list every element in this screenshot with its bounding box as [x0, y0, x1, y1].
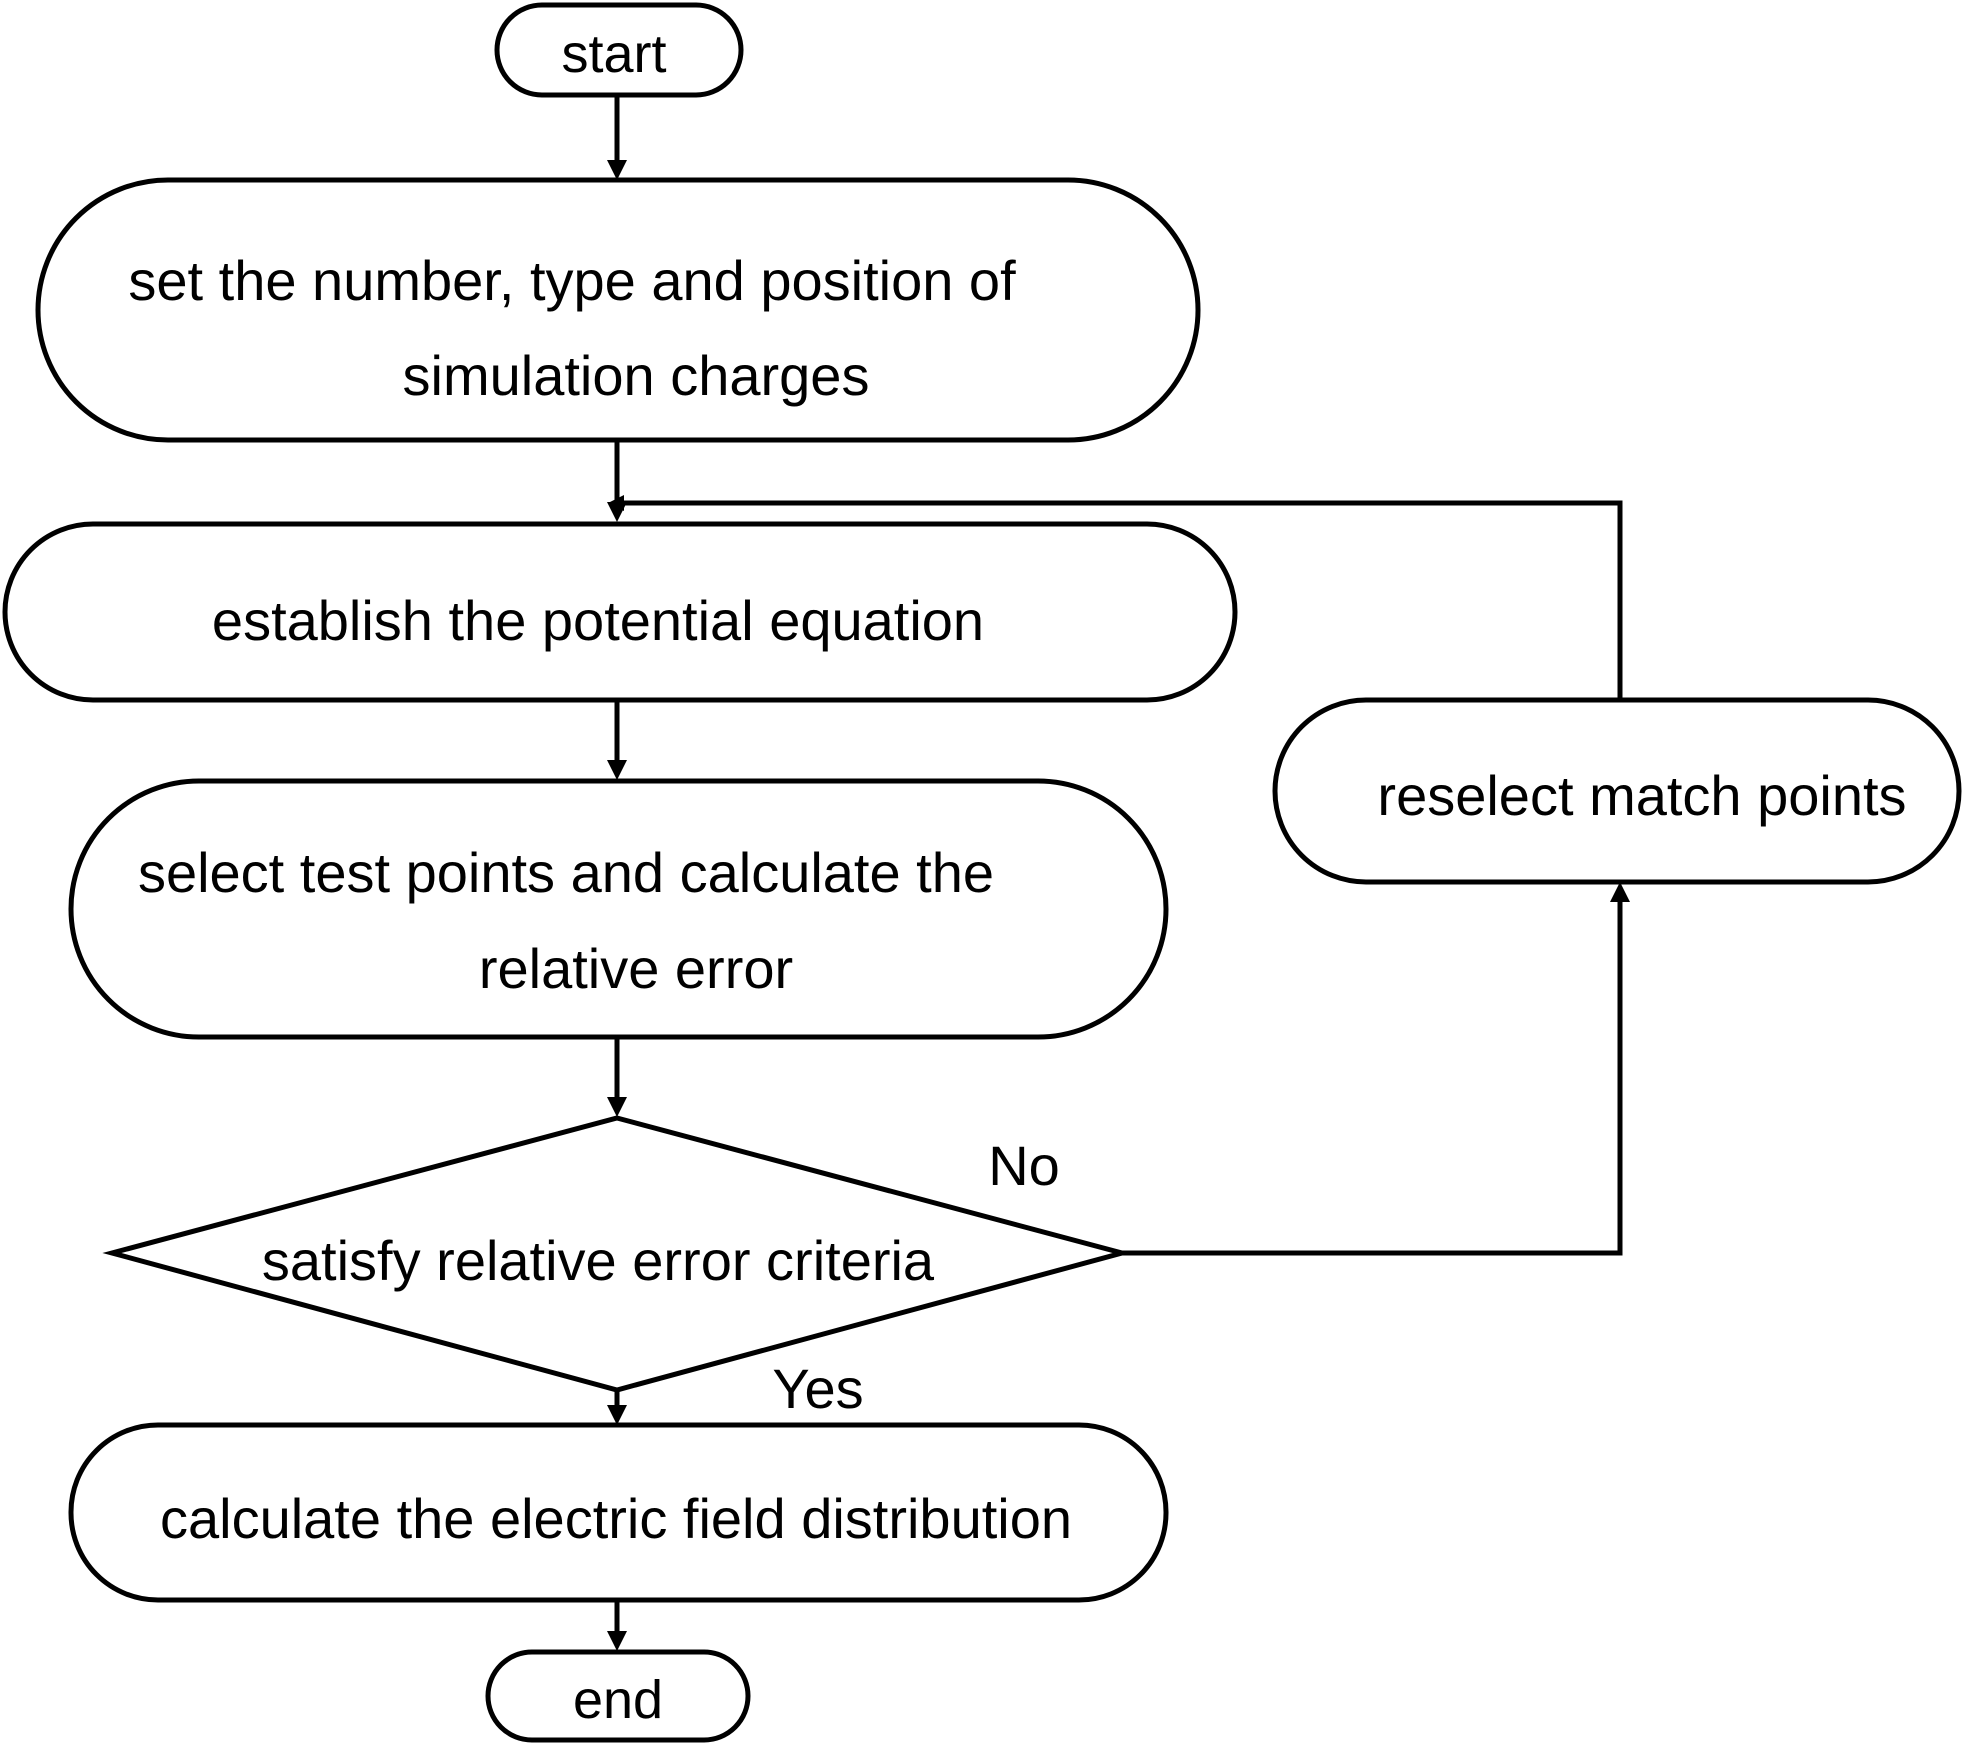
arrowhead-end [607, 1631, 627, 1651]
node-calculate: calculate the electric field distributio… [68, 1422, 1169, 1603]
node-start: start [494, 2, 744, 98]
node-end-label: end [573, 1670, 663, 1730]
edge-decision-to-reselect [1122, 902, 1623, 1256]
edge-label-no: No [988, 1134, 1060, 1197]
edges [607, 95, 1630, 1651]
node-reselect: reselect match points [1272, 697, 1962, 885]
edge-label-yes: Yes [772, 1357, 863, 1420]
node-start-label: start [561, 24, 666, 84]
node-end: end [485, 1649, 751, 1743]
node-set-charges-line-1: set the number, type and position of [128, 249, 1016, 312]
node-reselect-label: reselect match points [1377, 764, 1906, 827]
node-set-charges: set the number, type and position of sim… [35, 177, 1201, 443]
node-select-test-line-2: relative error [479, 937, 793, 1000]
node-decision: satisfy relative error criteria [102, 1115, 1132, 1393]
node-select-test-line-1: select test points and calculate the [138, 841, 994, 904]
arrowhead-calculate [607, 1405, 627, 1425]
arrowhead-reselect [1610, 882, 1630, 902]
node-establish-label: establish the potential equation [212, 589, 984, 652]
node-set-charges-line-2: simulation charges [403, 344, 870, 407]
arrowhead-loop-join [608, 495, 624, 511]
arrowhead-decision [607, 1097, 627, 1117]
node-establish: establish the potential equation [2, 521, 1238, 703]
node-select-test: select test points and calculate the rel… [68, 778, 1169, 1040]
node-calculate-label: calculate the electric field distributio… [160, 1487, 1072, 1550]
arrowhead-select-test [607, 760, 627, 780]
node-decision-label: satisfy relative error criteria [262, 1229, 935, 1292]
edge-reselect-loop-back [622, 500, 1623, 700]
arrowhead-set-charges [607, 160, 627, 180]
